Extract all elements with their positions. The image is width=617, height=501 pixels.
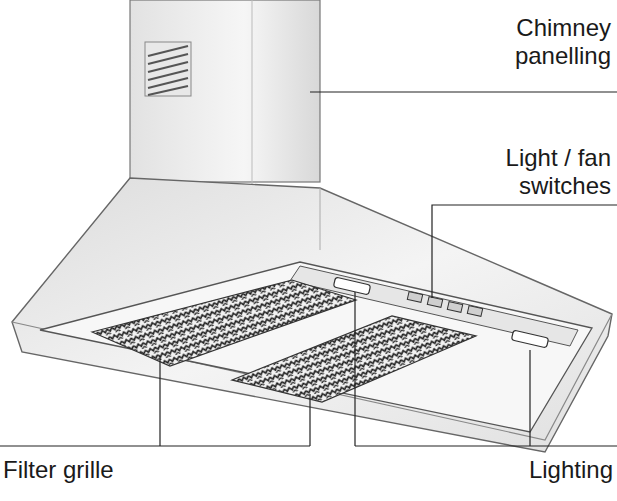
hood-crease xyxy=(320,188,321,250)
leader-lines xyxy=(0,92,617,446)
leader-line xyxy=(354,292,355,446)
light-lamp xyxy=(333,277,370,295)
light-lamp xyxy=(511,330,548,348)
switch-button xyxy=(407,292,422,303)
leader-line xyxy=(159,356,160,446)
switches xyxy=(407,292,482,317)
switch-button xyxy=(467,306,482,317)
hood-underside xyxy=(40,262,592,432)
leader-line xyxy=(432,205,617,298)
leader-line xyxy=(310,91,617,92)
part-label: Light / fan switches xyxy=(451,144,611,200)
part-label: Filter grille xyxy=(3,456,263,484)
switch-button xyxy=(447,302,462,313)
hood-body xyxy=(12,178,612,452)
spacer xyxy=(292,280,322,402)
leader-line xyxy=(0,445,310,446)
chimney-edge xyxy=(252,0,253,186)
leader-line xyxy=(529,350,530,446)
vent-slot xyxy=(148,86,188,95)
chimney xyxy=(130,0,320,182)
leader-line xyxy=(309,394,310,446)
vent-slots xyxy=(145,42,191,96)
part-label: Lighting xyxy=(413,456,613,484)
part-label: Chimney panelling xyxy=(461,14,611,70)
switch-button xyxy=(427,297,442,308)
filter-grille xyxy=(232,316,476,402)
vent-panel xyxy=(145,42,191,96)
leader-line xyxy=(355,445,617,446)
